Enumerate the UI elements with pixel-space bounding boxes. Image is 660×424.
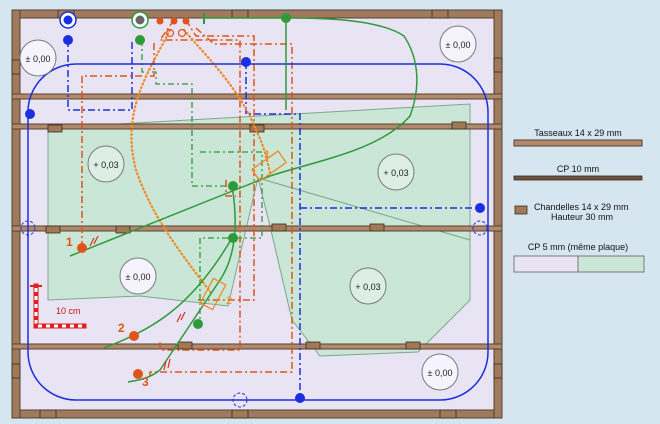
rail-joints [89,235,186,371]
crane-1-label: 1 [264,149,270,161]
legend-cp10-swatch [513,175,643,181]
signal-icons [59,11,205,38]
node-green [228,181,238,191]
node-blue [25,109,35,119]
scale-label: 10 cm [56,306,81,316]
signal-blue-core [63,15,73,25]
zone-circle [87,145,125,183]
marker-1: 1 [66,235,73,249]
legend-tasseaux-swatch [513,139,643,147]
wires-blue [67,40,480,400]
node-green [228,233,238,243]
crossbeam-3 [11,225,503,232]
zone-label: ± 0,00 [446,40,471,50]
zone-circle [377,153,415,191]
tracks-green [69,17,418,383]
scale-cap [30,285,42,287]
zone-circle [349,267,387,305]
zone-markers: ± 0,00 ± 0,00 + 0,03 + 0,03 ± 0,00 + 0,0… [19,25,477,391]
crossbeam-4 [11,343,503,350]
wires-green [141,40,263,320]
signal-green-core [135,15,145,25]
frame-right [493,9,503,419]
legend-chandelles-swatch [514,205,528,215]
node-blue [63,35,73,45]
node-red [77,243,87,253]
zone-label: + 0,03 [93,160,118,170]
legend-chandelles-height: Hauteur 30 mm [551,212,613,222]
scale-horizontal-ticks [34,324,86,328]
node-green [193,319,203,329]
switch-contact-hollow [165,28,175,38]
scale-vertical [33,283,39,329]
zone-circle [119,257,157,295]
nodes [25,13,485,403]
edge-markers [20,220,488,408]
legend-cp5-green-swatch [577,255,645,273]
legend-cp5-label: CP 5 mm (même plaque) [528,242,628,252]
node-red [129,331,139,341]
switch-contact [156,17,164,25]
zone-label: ± 0,00 [26,54,51,64]
frame-left [11,9,21,419]
crossbeam-1 [11,93,503,100]
zone-label: ± 0,00 [428,368,453,378]
frame-bottom [11,409,503,419]
green-plate-lower [257,177,471,357]
zone-circle [439,25,477,63]
zone-label: + 0,03 [355,282,380,292]
crane-2-label: 2 [226,295,232,307]
switch-contact-hollow [177,28,187,38]
node-blue [295,393,305,403]
legend-cp5-purple-swatch [513,255,579,273]
zone-circle [421,353,459,391]
node-blue [241,57,251,67]
node-blue [475,203,485,213]
switch-contact [182,17,190,25]
wires-orange [130,28,272,296]
zone-label: + 0,03 [383,168,408,178]
legend-chandelles-label: Chandelles 14 x 29 mm [534,202,629,212]
scale-bar: 10 cm [30,283,87,329]
outer-track-loop [27,63,489,401]
legend-tasseaux-label: Tasseaux 14 x 29 mm [534,128,622,138]
frame-top [11,9,503,19]
legend-cp10-label: CP 10 mm [557,164,599,174]
node-green [281,13,291,23]
zone-label: ± 0,00 [126,272,151,282]
marker-3: 3 [142,375,149,389]
switch-contact [170,17,178,25]
legend: Tasseaux 14 x 29 mm CP 10 mm Chandelles … [513,128,645,273]
crane-boxes [199,150,288,311]
marker-2: 2 [118,321,125,335]
node-red [133,369,143,379]
zone-circle [19,39,57,77]
node-green [135,35,145,45]
